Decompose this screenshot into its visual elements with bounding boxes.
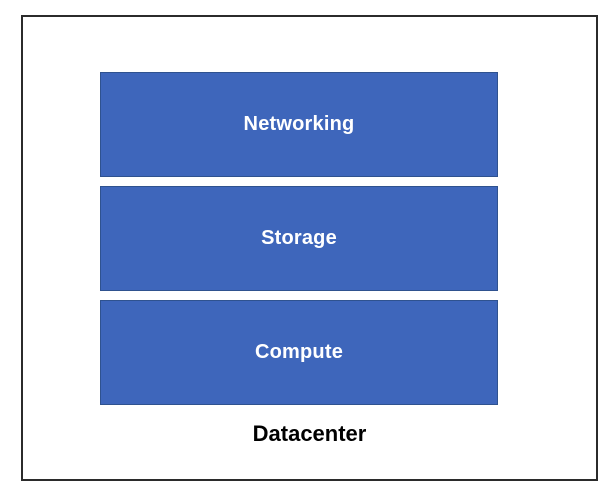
layer-compute: Compute xyxy=(100,300,498,405)
layer-stack: Networking Storage Compute xyxy=(100,72,498,405)
layer-networking-label: Networking xyxy=(243,113,355,135)
layer-storage: Storage xyxy=(100,186,498,291)
datacenter-frame: Networking Storage Compute Datacenter xyxy=(21,15,598,481)
layer-networking: Networking xyxy=(100,72,498,177)
layer-storage-label: Storage xyxy=(261,227,337,249)
layer-compute-label: Compute xyxy=(254,341,344,363)
diagram-caption: Datacenter xyxy=(252,421,367,446)
